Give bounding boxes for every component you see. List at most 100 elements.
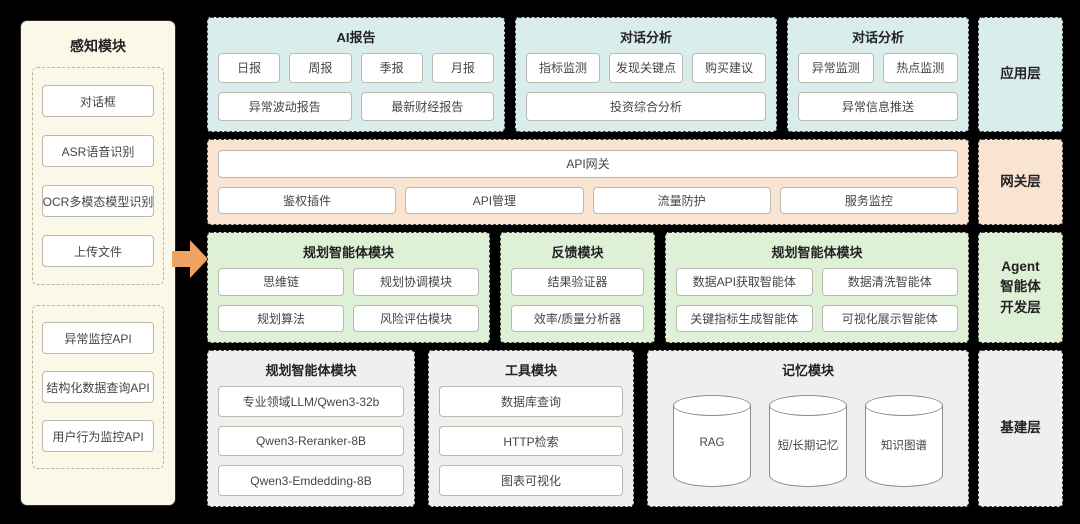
box-chart-visualization: 图表可视化 (439, 465, 623, 497)
section-title: 规划智能体模块 (771, 245, 863, 260)
button-row: 指标监测 发现关键点 购买建议 (526, 53, 766, 83)
database-cylinder-rag: RAG (673, 395, 751, 487)
cylinder-body (865, 405, 943, 487)
flow-arrow-right-icon (172, 240, 208, 278)
section-body: 专业领域LLM/Qwen3-32b Qwen3-Reranker-8B Qwen… (218, 386, 404, 497)
layer-label-infrastructure: 基建层 (978, 350, 1063, 507)
box-reranker-model: Qwen3-Reranker-8B (218, 425, 404, 457)
layer-label-gateway: 网关层 (978, 139, 1063, 225)
button-row: 结果验证器 (511, 268, 644, 296)
box-anomaly-push: 异常信息推送 (798, 91, 958, 121)
section-title: 反馈模块 (551, 245, 604, 260)
box-hotspot-monitor: 热点监测 (882, 53, 958, 83)
cylinder-top (673, 395, 751, 416)
box-embedding-model: Qwen3-Emdedding-8B (218, 465, 404, 497)
cylinder-top (865, 395, 943, 416)
section-title: 对话分析 (619, 30, 672, 45)
box-data-cleaning-agent: 数据清洗智能体 (821, 268, 958, 296)
section-body: 异常监测 热点监测 异常信息推送 (798, 53, 958, 121)
button-row: 异常监测 热点监测 (798, 53, 958, 83)
box-key-point-discovery: 发现关键点 (609, 53, 683, 83)
box-http-retrieval: HTTP检索 (439, 425, 623, 457)
section-body: 日报 周报 季报 月报 异常波动报告 最新财经报告 (218, 53, 494, 121)
perception-module-panel: 感知模块 对话框 ASR语音识别 OCR多模态模型识别 上传文件 异常监控API… (20, 20, 176, 506)
box-indicator-monitor: 指标监测 (526, 53, 600, 83)
cylinder-label: 短/长期记忆 (777, 440, 839, 452)
layer-label-text: Agent智能体开发层 (1000, 259, 1041, 315)
box-efficiency-quality-analyzer: 效率/质量分析器 (511, 304, 644, 332)
section-memory-module: 记忆模块 RAG 短/长期记忆 知识图谱 (647, 350, 969, 507)
section-body: 数据库查询 HTTP检索 图表可视化 (439, 386, 623, 497)
cylinder-label: 知识图谱 (881, 440, 927, 452)
arrow-shaft (172, 251, 191, 267)
layer-label-text: 基建层 (1000, 420, 1041, 436)
button-row: 规划算法 风险评估模块 (218, 304, 479, 332)
box-data-api-agent: 数据API获取智能体 (676, 268, 813, 296)
perception-item-upload: 上传文件 (42, 235, 154, 267)
perception-input-group: 对话框 ASR语音识别 OCR多模态模型识别 上传文件 (32, 67, 164, 285)
layer-label-text: 应用层 (1000, 66, 1041, 82)
cylinder-body (673, 405, 751, 487)
cylinder-body (769, 405, 847, 487)
button-row: 异常信息推送 (798, 91, 958, 121)
infra-layer-row: 规划智能体模块 专业领域LLM/Qwen3-32b Qwen3-Reranker… (207, 350, 969, 507)
section-title: 工具模块 (504, 363, 557, 378)
box-planning-coordination: 规划协调模块 (353, 268, 479, 296)
box-key-indicator-agent: 关键指标生成智能体 (676, 304, 813, 332)
section-tool-module: 工具模块 数据库查询 HTTP检索 图表可视化 (428, 350, 634, 507)
box-finance-news-report: 最新财经报告 (360, 91, 494, 121)
section-api-gateway: API网关 鉴权插件 API管理 流量防护 服务监控 (207, 139, 969, 225)
box-domain-llm: 专业领域LLM/Qwen3-32b (218, 386, 404, 417)
database-cylinder-memory: 短/长期记忆 (769, 395, 847, 487)
box-traffic-protection: 流量防护 (592, 186, 771, 214)
section-body: 结果验证器 效率/质量分析器 (511, 268, 644, 332)
box-planning-algorithm: 规划算法 (218, 304, 344, 332)
cylinder-top (769, 395, 847, 416)
perception-item-anomaly-api: 异常监控API (42, 322, 154, 354)
section-ai-report: AI报告 日报 周报 季报 月报 异常波动报告 最新财经报告 (207, 17, 505, 132)
box-volatility-report: 异常波动报告 (218, 91, 352, 121)
arrow-head (190, 240, 208, 278)
section-title: AI报告 (336, 30, 376, 45)
section-dialog-analysis-1: 对话分析 指标监测 发现关键点 购买建议 投资综合分析 (515, 17, 777, 132)
box-visualization-agent: 可视化展示智能体 (821, 304, 958, 332)
box-result-validator: 结果验证器 (511, 268, 644, 296)
perception-api-group: 异常监控API 结构化数据查询API 用户行为监控API (32, 305, 164, 469)
box-quarterly-report: 季报 (360, 53, 423, 83)
section-body: 指标监测 发现关键点 购买建议 投资综合分析 (526, 53, 766, 121)
section-feedback-module: 反馈模块 结果验证器 效率/质量分析器 (500, 232, 655, 343)
box-auth-plugin: 鉴权插件 (218, 186, 397, 214)
layer-label-application: 应用层 (978, 17, 1063, 132)
section-dialog-analysis-2: 对话分析 异常监测 热点监测 异常信息推送 (787, 17, 969, 132)
section-title: 规划智能体模块 (302, 245, 394, 260)
box-weekly-report: 周报 (289, 53, 352, 83)
agent-layer-row: 规划智能体模块 思维链 规划协调模块 规划算法 风险评估模块 反馈模块 结果验证… (207, 232, 969, 343)
application-layer-row: AI报告 日报 周报 季报 月报 异常波动报告 最新财经报告 对话分析 指标监测 (207, 17, 969, 132)
section-planning-agent: 规划智能体模块 思维链 规划协调模块 规划算法 风险评估模块 (207, 232, 490, 343)
box-investment-analysis: 投资综合分析 (526, 91, 766, 121)
perception-item-structured-query-api: 结构化数据查询API (42, 371, 154, 403)
button-row: 鉴权插件 API管理 流量防护 服务监控 (218, 186, 958, 214)
section-body: API网关 鉴权插件 API管理 流量防护 服务监控 (218, 150, 958, 214)
button-row: 异常波动报告 最新财经报告 (218, 91, 494, 121)
box-buy-advice: 购买建议 (692, 53, 766, 83)
cylinder-label: RAG (699, 437, 725, 449)
section-title: 对话分析 (851, 30, 904, 45)
button-row: 数据API获取智能体 数据清洗智能体 (676, 268, 958, 296)
section-planning-agent-2: 规划智能体模块 数据API获取智能体 数据清洗智能体 关键指标生成智能体 可视化… (665, 232, 969, 343)
layer-label-agent-dev: Agent智能体开发层 (978, 232, 1063, 343)
section-title: 规划智能体模块 (265, 363, 357, 378)
section-title: 记忆模块 (781, 363, 834, 378)
button-row: 日报 周报 季报 月报 (218, 53, 494, 83)
box-api-management: API管理 (405, 186, 584, 214)
layer-label-text: 网关层 (1000, 173, 1041, 189)
button-row: API网关 (218, 150, 958, 178)
box-chain-of-thought: 思维链 (218, 268, 344, 296)
button-row: 投资综合分析 (526, 91, 766, 121)
button-row: 效率/质量分析器 (511, 304, 644, 332)
box-api-gateway: API网关 (218, 150, 958, 178)
section-body: 数据API获取智能体 数据清洗智能体 关键指标生成智能体 可视化展示智能体 (676, 268, 958, 332)
perception-item-user-behavior-api: 用户行为监控API (42, 420, 154, 452)
box-anomaly-monitor: 异常监测 (798, 53, 874, 83)
